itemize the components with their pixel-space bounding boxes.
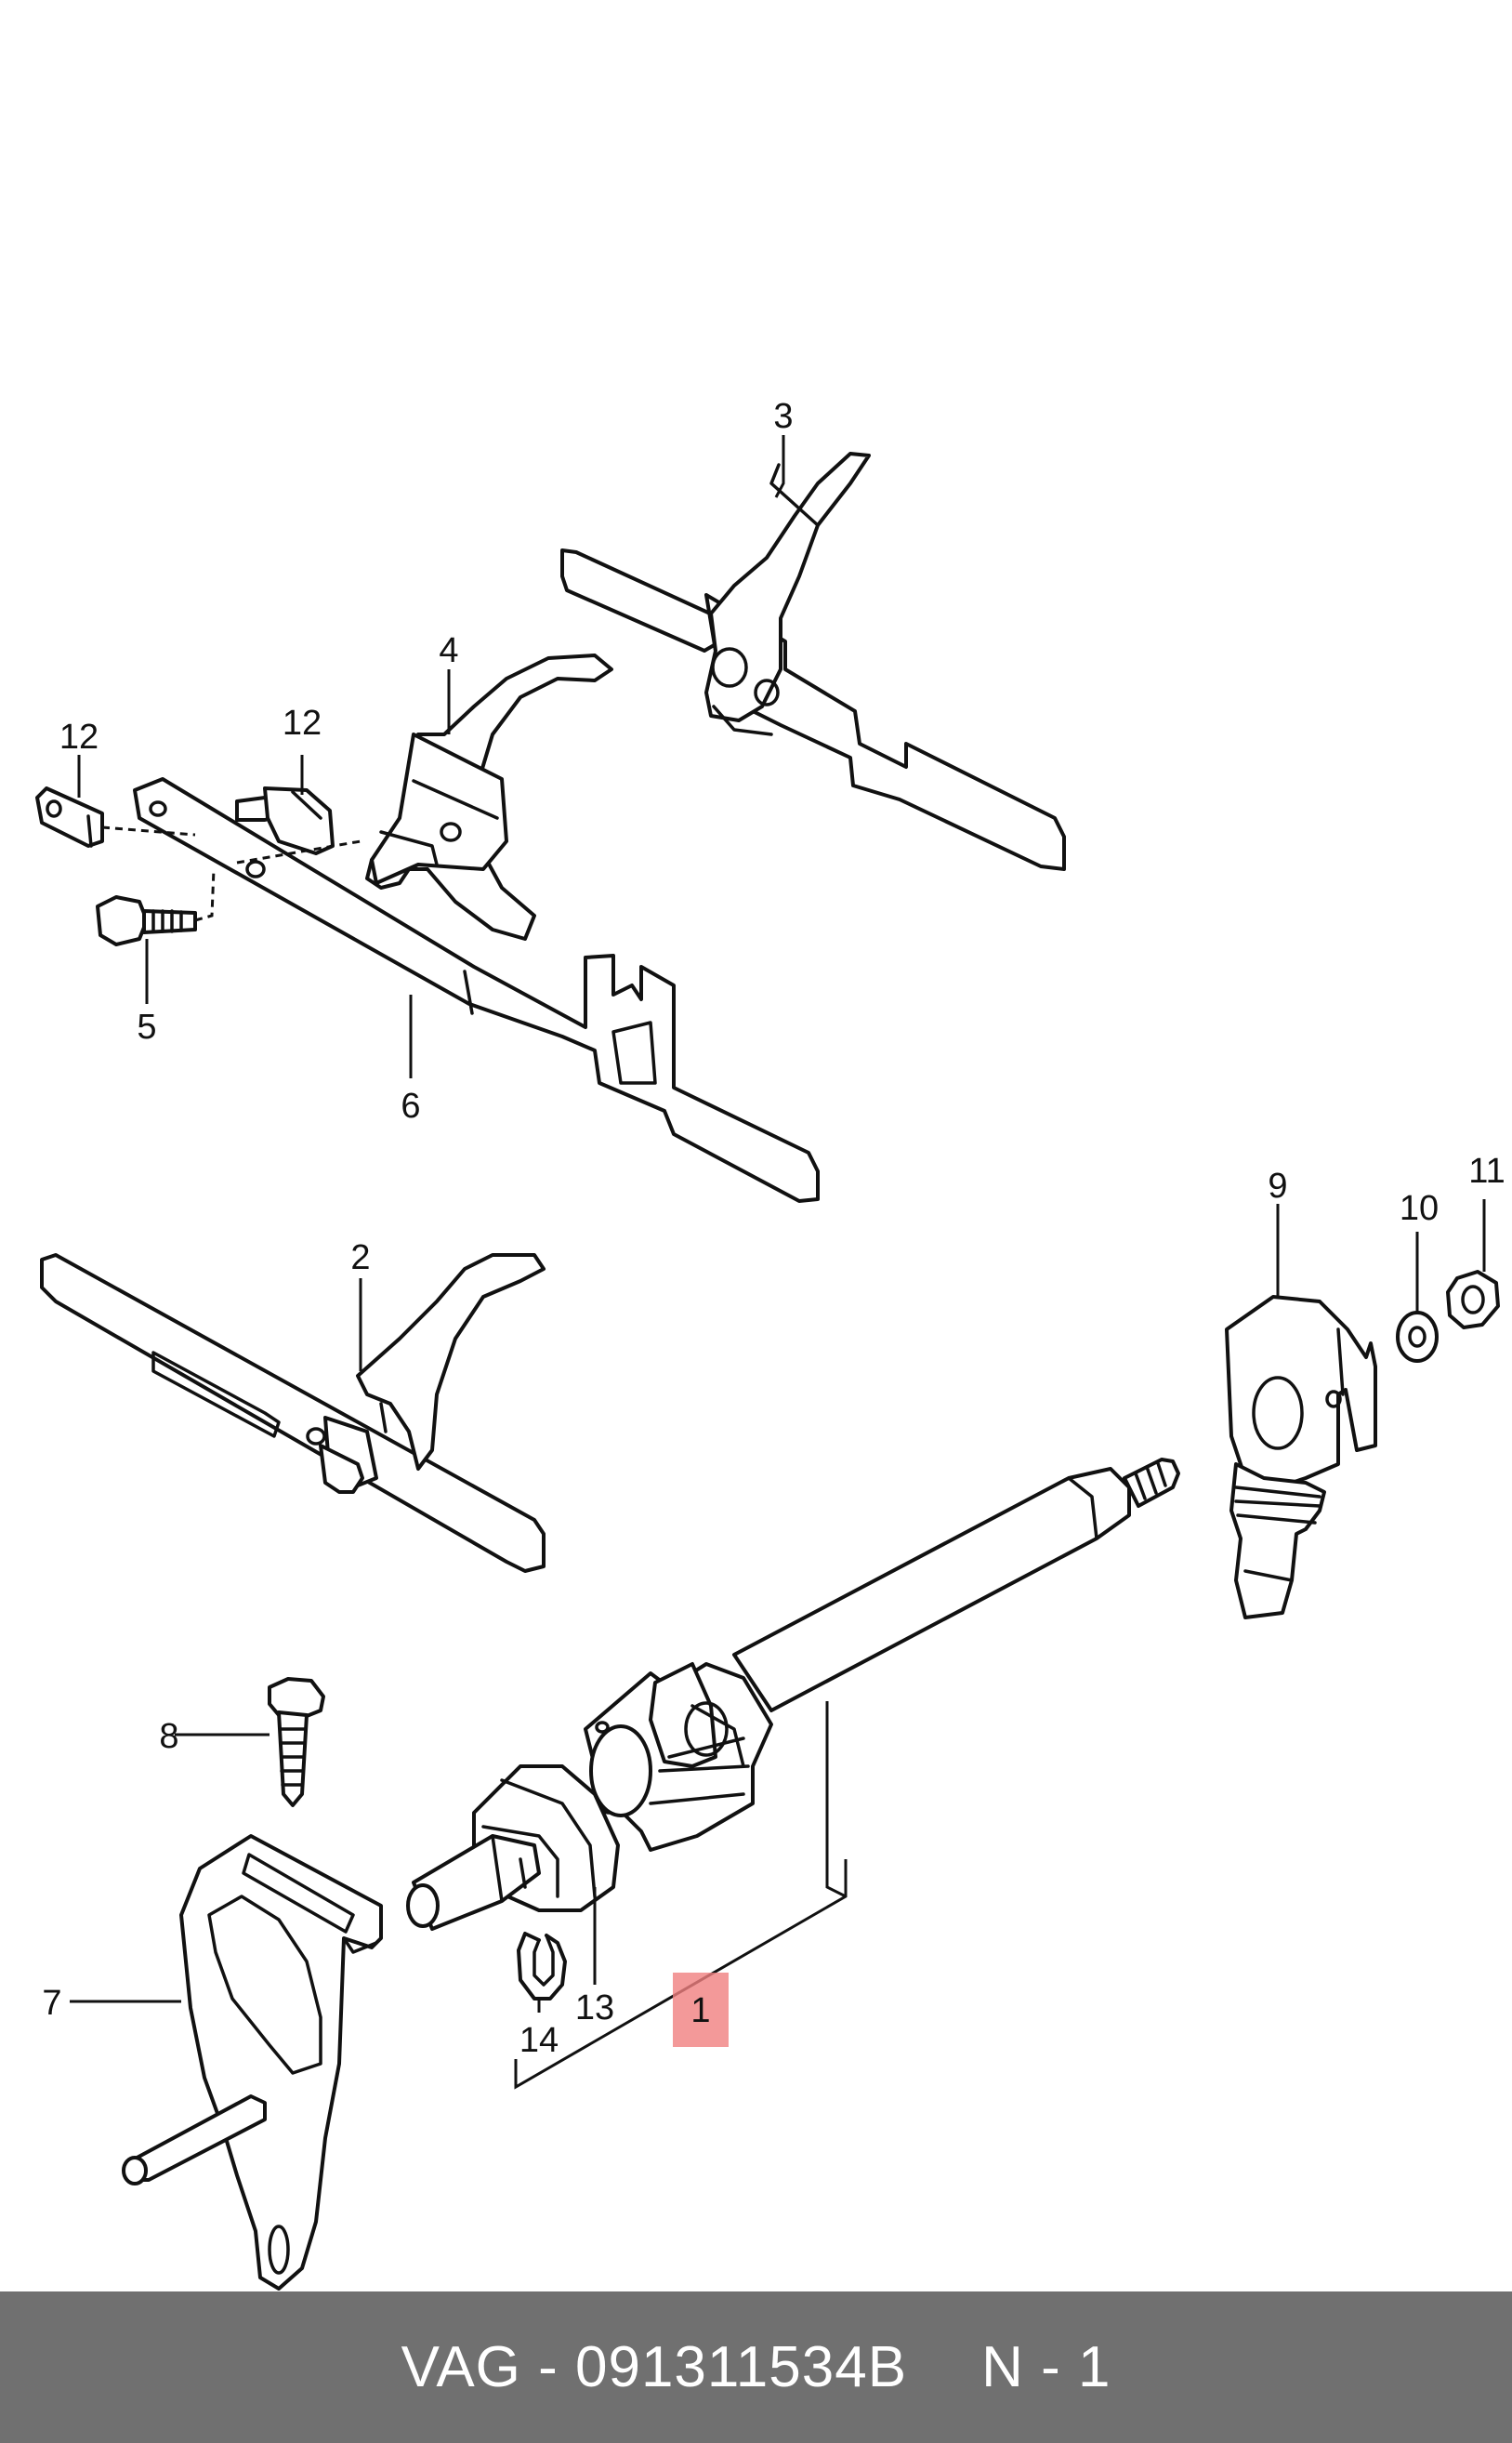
part-4-shift-fork <box>365 654 613 941</box>
callout-10[interactable]: 10 <box>1400 1189 1439 1228</box>
part-14-circlip <box>517 1932 567 2001</box>
callout-7[interactable]: 7 <box>42 1984 61 2023</box>
callout-14[interactable]: 14 <box>519 2021 559 2060</box>
part-7-lever <box>122 1834 383 2291</box>
callout-3[interactable]: 3 <box>773 397 793 436</box>
part-12-pin-left <box>35 786 196 848</box>
callout-13[interactable]: 13 <box>575 1988 614 2027</box>
parts-diagram: 1 2 3 4 5 6 7 8 9 10 11 12 12 13 14 <box>35 397 1505 2291</box>
callout-12-right[interactable]: 12 <box>283 704 322 743</box>
part-3-shift-fork <box>560 452 1066 871</box>
callout-4[interactable]: 4 <box>439 631 458 670</box>
callout-5[interactable]: 5 <box>137 1008 156 1047</box>
part-11-nut <box>1446 1270 1500 1329</box>
part-number-label: VAG - 091311534B <box>401 2335 908 2399</box>
callout-12-left[interactable]: 12 <box>59 718 99 757</box>
callout-8[interactable]: 8 <box>159 1717 178 1756</box>
callout-6[interactable]: 6 <box>401 1087 420 1126</box>
part-1-selector-shaft <box>406 1458 1180 1931</box>
callout-9[interactable]: 9 <box>1268 1167 1287 1206</box>
part-12-pin-right <box>235 786 362 865</box>
part-9-bracket <box>1225 1295 1377 1619</box>
part-6-selector-rail <box>133 777 820 1203</box>
part-8-bolt <box>268 1677 325 1807</box>
part-5-bolt <box>96 868 216 946</box>
part-2-shift-fork <box>40 1253 546 1573</box>
callout-2[interactable]: 2 <box>350 1238 370 1277</box>
callout-1[interactable]: 1 <box>690 1991 710 2030</box>
quantity-label: N - 1 <box>981 2335 1111 2399</box>
callout-11[interactable]: 11 <box>1468 1152 1505 1191</box>
part-10-washer <box>1396 1311 1439 1363</box>
part-number-footer: VAG - 091311534B N - 1 <box>0 2291 1512 2443</box>
callout-1-highlight <box>673 1973 729 2047</box>
